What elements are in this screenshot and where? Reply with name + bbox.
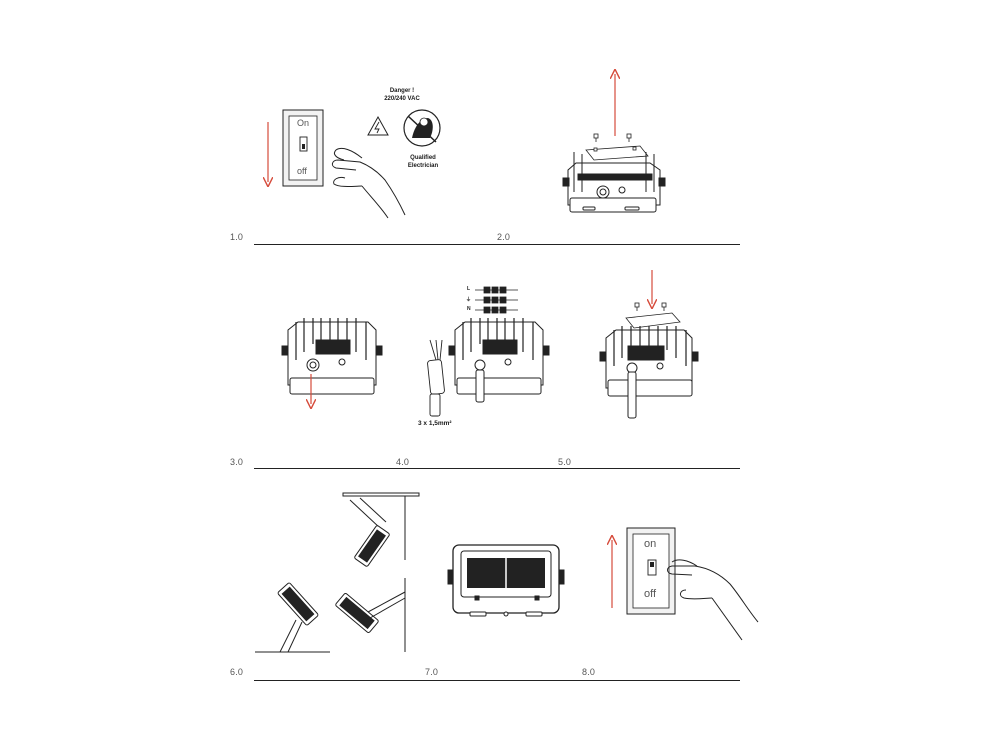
danger-warning: Danger ! 220/240 VAC — [384, 88, 420, 102]
step6-mounting — [255, 492, 420, 653]
step-label: 7.0 — [425, 667, 439, 677]
live-wire-label: L — [467, 286, 471, 292]
step-label: 4.0 — [396, 457, 410, 467]
step-label: 2.0 — [497, 232, 511, 242]
qualified-electrician-label: Qualified Electrician — [407, 155, 439, 169]
hand-icon — [667, 559, 759, 641]
switch-off-label: off — [297, 166, 307, 176]
step-label: 3.0 — [230, 457, 244, 467]
step1-switch-panel — [282, 109, 324, 187]
earth-wire-label: ⏚ — [466, 297, 472, 303]
step-label: 1.0 — [230, 232, 244, 242]
step4-floodlight — [448, 318, 550, 403]
step-label: 8.0 — [582, 667, 596, 677]
step5-lid — [625, 302, 681, 329]
step5-floodlight — [599, 326, 699, 419]
switch-off-label: off — [644, 588, 657, 600]
step-label: 5.0 — [558, 457, 572, 467]
step8-switch-panel — [626, 527, 676, 615]
step4-cable — [427, 339, 445, 417]
neutral-wire-label: N — [467, 306, 471, 312]
danger-triangle-icon — [367, 115, 389, 136]
step2-floodlight — [562, 152, 666, 213]
cable-spec-label: 3 x 1,5mm² — [418, 420, 452, 427]
electrician-icon — [403, 109, 441, 147]
switch-on-label: On — [297, 118, 310, 128]
step3-floodlight — [281, 318, 383, 395]
step2-lid-screws — [585, 133, 649, 161]
row-divider — [254, 680, 740, 681]
row-divider — [254, 244, 740, 245]
hand-icon — [331, 147, 406, 219]
step-label: 6.0 — [230, 667, 244, 677]
row-divider — [254, 468, 740, 469]
step4-terminal-block — [475, 286, 518, 314]
switch-on-label: on — [644, 538, 657, 550]
step7-floodlight-front — [447, 544, 565, 617]
